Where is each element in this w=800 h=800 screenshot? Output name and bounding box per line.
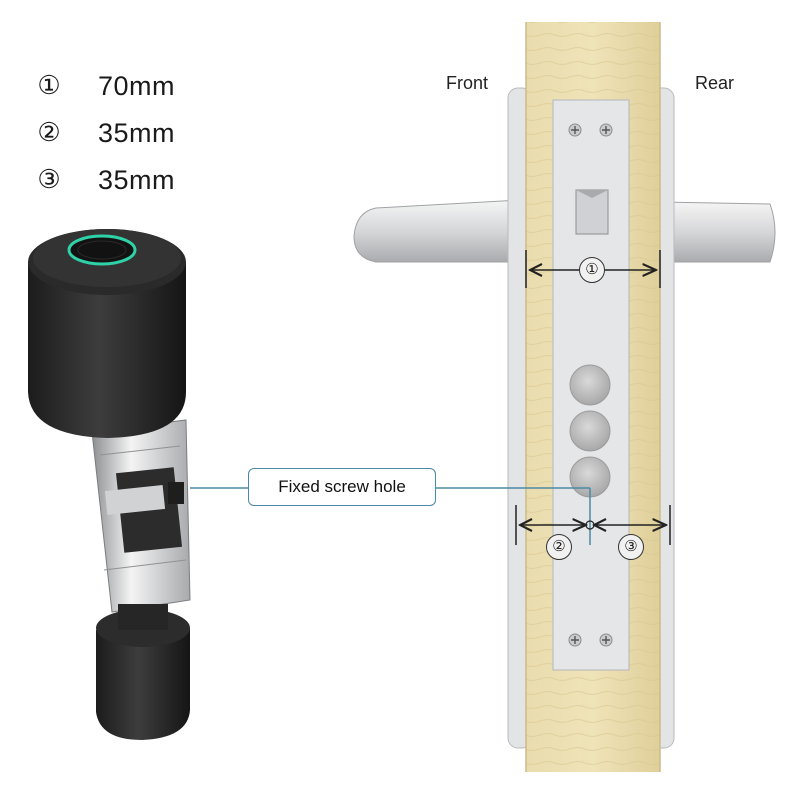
dimension-front-rear [515,505,671,545]
fixed-screw-hole-marker [168,482,184,504]
screw-icon [599,123,613,137]
dimension-marker-rear: ③ [618,534,644,560]
cylinder-hole [569,410,611,452]
fingerprint-icon [67,234,137,266]
legend-marker: ③ [37,164,61,194]
legend-value: 70mm [98,71,176,101]
fixed-screw-hole-callout: Fixed screw hole [248,468,436,506]
front-handle [353,199,521,263]
rear-label: Rear [695,73,735,93]
front-knob [28,262,186,438]
door-section [353,22,776,772]
screw-icon [599,633,613,647]
screw-center-mark [585,520,595,530]
dimension-marker-front: ② [546,534,572,560]
front-label: Front [446,73,489,93]
cylinder-hole [569,364,611,406]
smart-lock-cylinder [28,229,191,740]
legend-value: 35mm [98,165,176,195]
dimension-marker-total: ① [579,257,605,283]
legend-marker: ② [37,117,61,147]
rear-knob [96,628,190,740]
screw-icon [568,123,582,137]
screw-icon [568,633,582,647]
rear-handle [659,201,776,263]
legend-value: 35mm [98,118,176,148]
legend-marker: ① [37,70,61,100]
